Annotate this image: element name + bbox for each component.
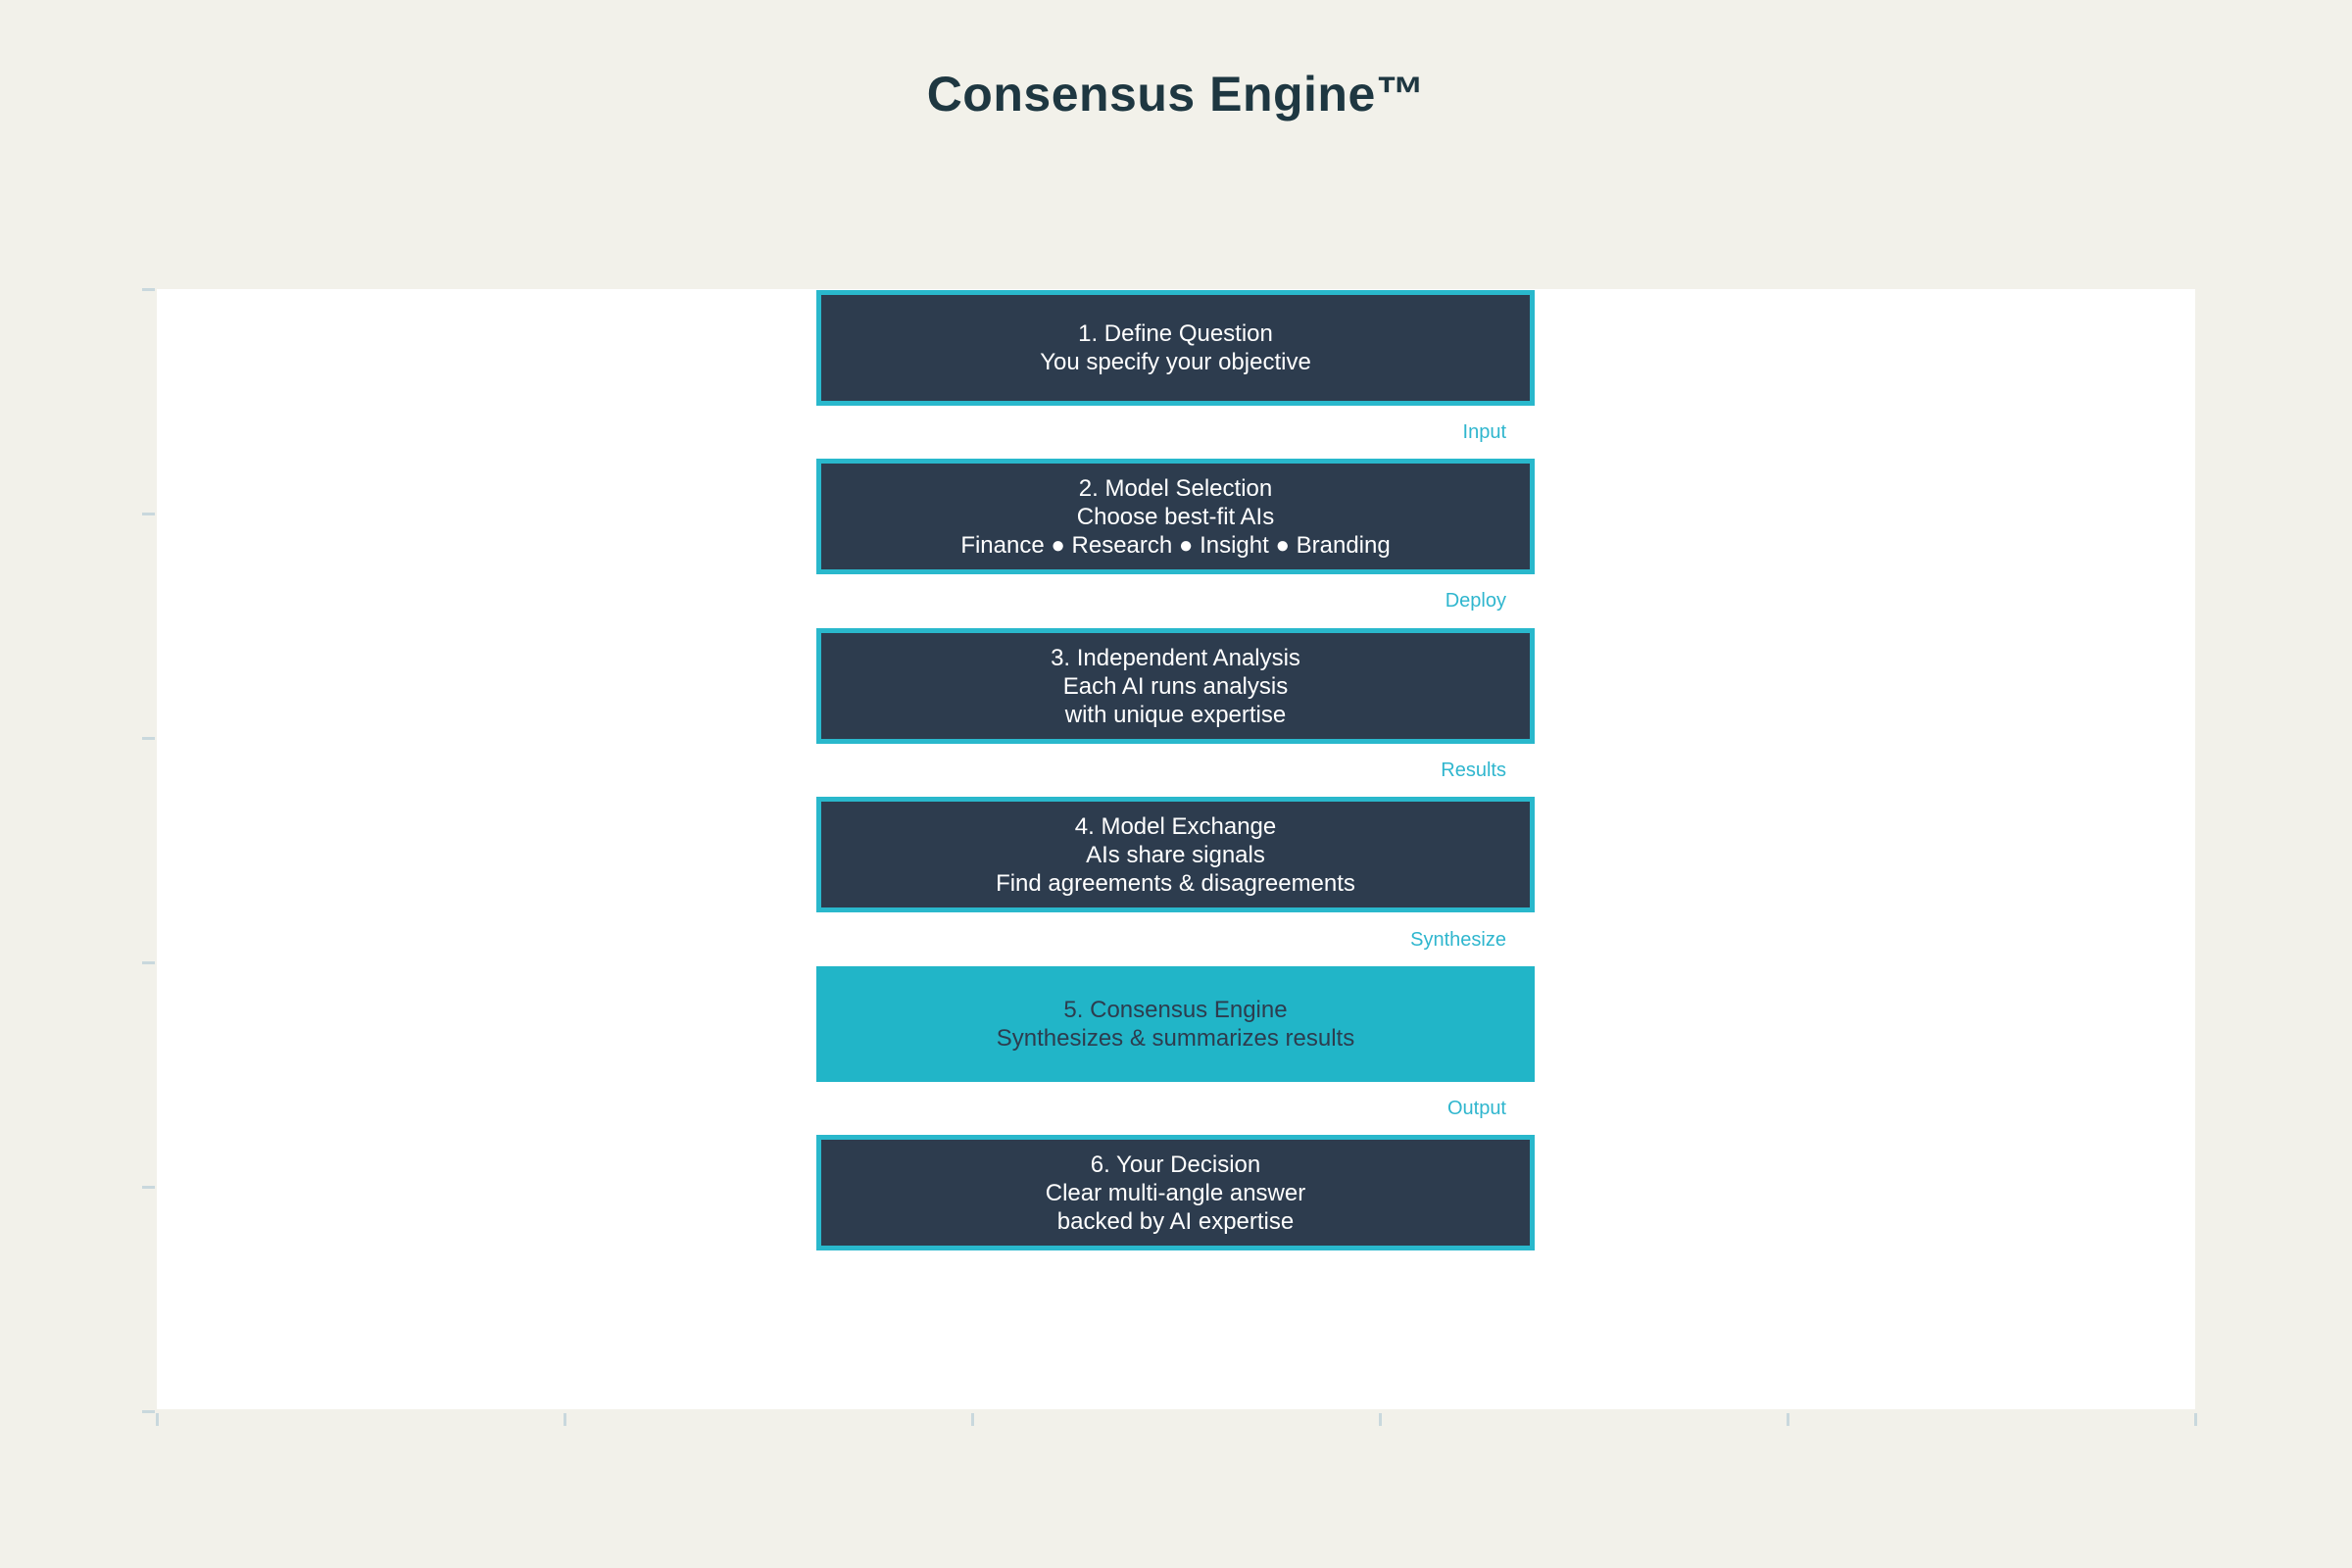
- flow-step-line: 3. Independent Analysis: [1051, 644, 1300, 671]
- flow-step-line: You specify your objective: [1040, 349, 1311, 375]
- flow-step-line: Choose best-fit AIs: [1076, 503, 1275, 530]
- x-axis-tick: [1379, 1413, 1382, 1426]
- stage-label-synthesize: Synthesize: [1410, 929, 1506, 951]
- flow-step-line: 1. Define Question: [1078, 320, 1273, 347]
- stage-label-input: Input: [1462, 421, 1506, 443]
- y-axis-tick: [142, 737, 155, 740]
- flow-step-line: backed by AI expertise: [1056, 1207, 1295, 1235]
- y-axis-tick: [142, 513, 155, 515]
- stage-label-output: Output: [1446, 1098, 1506, 1119]
- flow-step-line: 6. Your Decision: [1090, 1151, 1261, 1178]
- y-axis-tick: [142, 961, 155, 964]
- flow-step-line: Clear multi-angle answer: [1045, 1179, 1306, 1206]
- stage-label-results: Results: [1441, 760, 1506, 781]
- y-axis-tick: [142, 288, 155, 291]
- flow-step-line: 4. Model Exchange: [1074, 812, 1277, 840]
- y-axis-tick: [142, 1186, 155, 1189]
- x-axis-tick: [2194, 1413, 2197, 1426]
- flow-step-line: Synthesizes & summarizes results: [996, 1025, 1355, 1052]
- page-title: Consensus Engine™: [926, 67, 1426, 122]
- flow-step-line: Each AI runs analysis: [1062, 672, 1289, 700]
- flow-step-line: Find agreements & disagreements: [996, 869, 1355, 897]
- x-axis-tick: [156, 1413, 159, 1426]
- flow-step-line: AIs share signals: [1086, 841, 1265, 868]
- x-axis-tick: [971, 1413, 974, 1426]
- flow-step-line: Finance ● Research ● Insight ● Branding: [960, 531, 1391, 559]
- x-axis-tick: [564, 1413, 566, 1426]
- x-axis-tick: [1787, 1413, 1789, 1426]
- flow-step-line: 5. Consensus Engine: [1063, 997, 1288, 1023]
- y-axis-tick: [142, 1410, 155, 1413]
- stage-label-deploy: Deploy: [1445, 590, 1506, 612]
- flow-step-line: 2. Model Selection: [1078, 474, 1273, 502]
- flow-step-line: with unique expertise: [1064, 701, 1287, 728]
